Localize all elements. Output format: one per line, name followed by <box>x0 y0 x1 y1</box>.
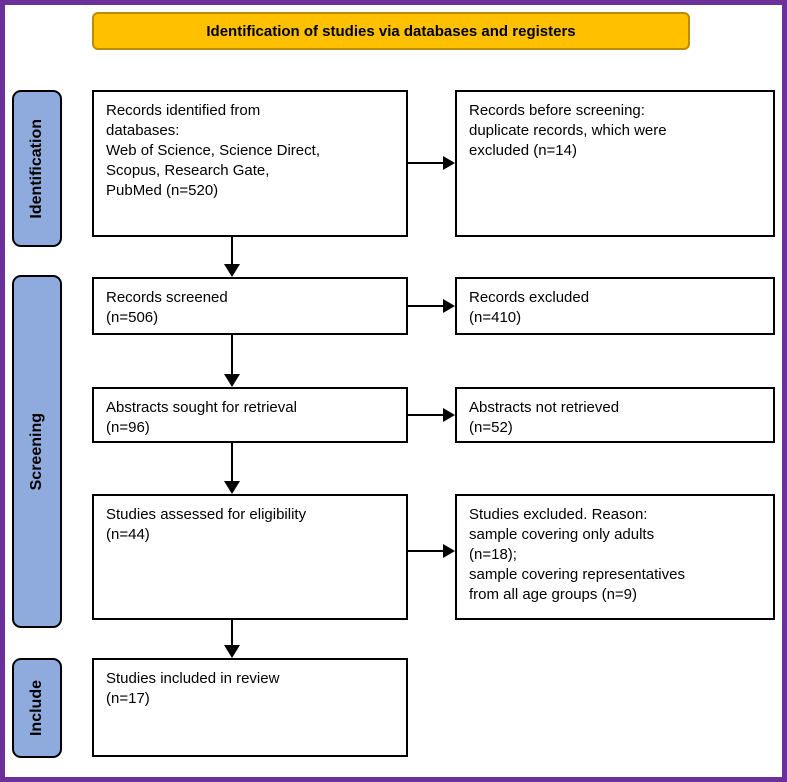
arrowhead-right-icon <box>443 544 455 558</box>
arrow-shaft <box>408 414 443 416</box>
arrow-shaft <box>408 305 443 307</box>
arrowhead-down-icon <box>224 264 240 277</box>
phase-screening-label: Screening <box>28 412 45 491</box>
box-studies-assessed: Studies assessed for eligibility (n=44) <box>92 494 408 620</box>
arrowhead-right-icon <box>443 408 455 422</box>
box-records-excluded-text: Records excluded (n=410) <box>469 289 590 326</box>
box-records-excluded: Records excluded (n=410) <box>455 277 775 335</box>
arrow-shaft <box>231 335 233 374</box>
box-records-screened-text: Records screened (n=506) <box>106 289 228 326</box>
box-studies-assessed-text: Studies assessed for eligibility (n=44) <box>106 506 307 543</box>
arrow-shaft <box>231 620 233 645</box>
arrowhead-right-icon <box>443 299 455 313</box>
phase-include: Include <box>12 658 62 758</box>
box-records-identified-text: Records identified from databases: Web o… <box>106 102 320 199</box>
box-studies-excluded: Studies excluded. Reason: sample coverin… <box>455 494 775 620</box>
diagram-title: Identification of studies via databases … <box>206 22 576 40</box>
box-duplicates-excluded-text: Records before screening: duplicate reco… <box>469 102 667 159</box>
title-banner: Identification of studies via databases … <box>92 12 690 50</box>
box-abstracts-not-retrieved-text: Abstracts not retrieved (n=52) <box>469 399 620 436</box>
arrow-shaft <box>408 162 443 164</box>
box-records-identified: Records identified from databases: Web o… <box>92 90 408 237</box>
phase-identification: Identification <box>12 90 62 247</box>
phase-screening: Screening <box>12 275 62 628</box>
arrowhead-right-icon <box>443 156 455 170</box>
arrowhead-down-icon <box>224 481 240 494</box>
phase-identification-label: Identification <box>28 118 45 219</box>
box-records-screened: Records screened (n=506) <box>92 277 408 335</box>
arrow-shaft <box>408 550 443 552</box>
box-studies-included: Studies included in review (n=17) <box>92 658 408 757</box>
box-duplicates-excluded: Records before screening: duplicate reco… <box>455 90 775 237</box>
box-studies-excluded-text: Studies excluded. Reason: sample coverin… <box>469 506 685 603</box>
arrow-shaft <box>231 237 233 264</box>
box-studies-included-text: Studies included in review (n=17) <box>106 670 280 707</box>
arrowhead-down-icon <box>224 374 240 387</box>
arrowhead-down-icon <box>224 645 240 658</box>
phase-include-label: Include <box>28 679 45 736</box>
arrow-shaft <box>231 443 233 481</box>
box-abstracts-sought-text: Abstracts sought for retrieval (n=96) <box>106 399 297 436</box>
box-abstracts-not-retrieved: Abstracts not retrieved (n=52) <box>455 387 775 443</box>
box-abstracts-sought: Abstracts sought for retrieval (n=96) <box>92 387 408 443</box>
